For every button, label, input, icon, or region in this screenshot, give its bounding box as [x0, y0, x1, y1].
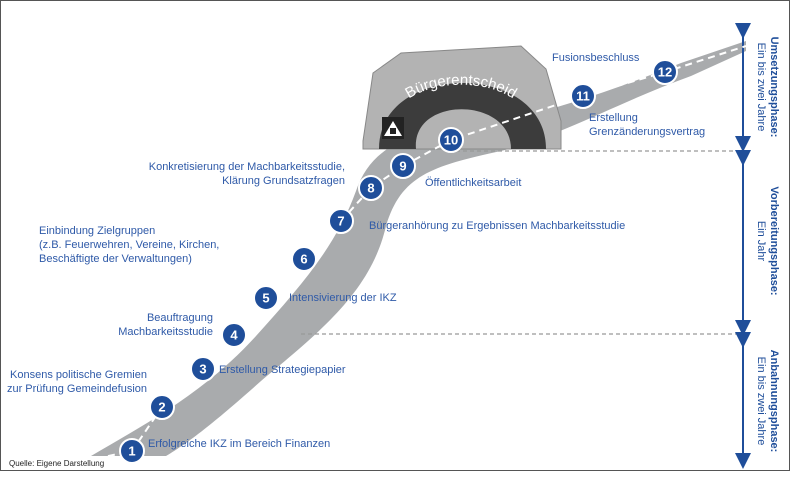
- phase-name: Vorbereitungsphase:: [768, 186, 780, 295]
- step-label-3: Erstellung Strategiepapier: [219, 364, 346, 376]
- phase-duration: Ein bis zwei Jahre: [755, 357, 767, 446]
- step-number: 2: [158, 400, 165, 415]
- step-number: 10: [444, 133, 458, 148]
- step-marker-3: 3: [190, 356, 216, 382]
- step-circle: [149, 394, 175, 420]
- step-marker-4: 4: [221, 322, 247, 348]
- step-circle: [358, 175, 384, 201]
- step-number: 9: [399, 159, 406, 174]
- step-marker-7: 7: [328, 208, 354, 234]
- step-marker-5: 5: [253, 285, 279, 311]
- step-number: 8: [367, 181, 374, 196]
- warning-sign-icon: [382, 117, 404, 139]
- step-circle: [119, 438, 145, 464]
- phase-name: Umsetzungsphase:: [768, 37, 780, 138]
- step-label-7: Bürgeranhörung zu Ergebnissen Machbarkei…: [369, 220, 625, 232]
- phase-labels: Umsetzungsphase:Ein bis zwei JahreVorber…: [755, 37, 780, 453]
- step-circle: [190, 356, 216, 382]
- step-circle: [390, 153, 416, 179]
- step-circle: [438, 127, 464, 153]
- step-circle: [570, 83, 596, 109]
- step-label-12: Fusionsbeschluss: [552, 52, 640, 64]
- phase-duration: Ein Jahr: [755, 221, 767, 262]
- step-label-1: Erfolgreiche IKZ im Bereich Finanzen: [148, 438, 330, 450]
- step-circle: [253, 285, 279, 311]
- step-number: 4: [230, 328, 238, 343]
- step-marker-9: 9: [390, 153, 416, 179]
- road: [19, 41, 746, 456]
- step-label-8: Konkretisierung der Machbarkeitsstudie,K…: [149, 161, 345, 187]
- step-circle: [291, 246, 317, 272]
- source-note: Quelle: Eigene Darstellung: [9, 459, 104, 468]
- step-number: 3: [199, 362, 206, 377]
- step-marker-10: 10: [438, 127, 464, 153]
- phase-duration: Ein bis zwei Jahre: [755, 43, 767, 132]
- step-circle: [221, 322, 247, 348]
- tunnel: Bürgerentscheid: [362, 45, 562, 150]
- step-number: 12: [658, 65, 672, 80]
- phase-label-3: Anbahnungsphase:Ein bis zwei Jahre: [755, 350, 780, 453]
- step-number: 6: [300, 252, 307, 267]
- step-number: 5: [262, 291, 269, 306]
- step-marker-2: 2: [149, 394, 175, 420]
- step-label-9: Öffentlichkeitsarbeit: [425, 177, 521, 189]
- step-circle: [652, 59, 678, 85]
- step-marker-12: 12: [652, 59, 678, 85]
- step-circle: [328, 208, 354, 234]
- step-label-5: Intensivierung der IKZ: [289, 292, 397, 304]
- tunnel-arch: [379, 83, 546, 149]
- step-marker-1: 1: [119, 438, 145, 464]
- step-marker-6: 6: [291, 246, 317, 272]
- step-label-6: Einbindung Zielgruppen(z.B. Feuerwehren,…: [39, 225, 219, 265]
- step-marker-11: 11: [570, 83, 596, 109]
- phase-label-1: Umsetzungsphase:Ein bis zwei Jahre: [755, 37, 780, 138]
- step-number: 1: [128, 444, 135, 459]
- step-number: 7: [337, 214, 344, 229]
- step-number: 11: [576, 89, 590, 104]
- phase-name: Anbahnungsphase:: [768, 350, 780, 453]
- step-marker-8: 8: [358, 175, 384, 201]
- phase-label-2: Vorbereitungsphase:Ein Jahr: [755, 186, 780, 295]
- step-labels: Erfolgreiche IKZ im Bereich Finanzen Kons…: [7, 52, 705, 450]
